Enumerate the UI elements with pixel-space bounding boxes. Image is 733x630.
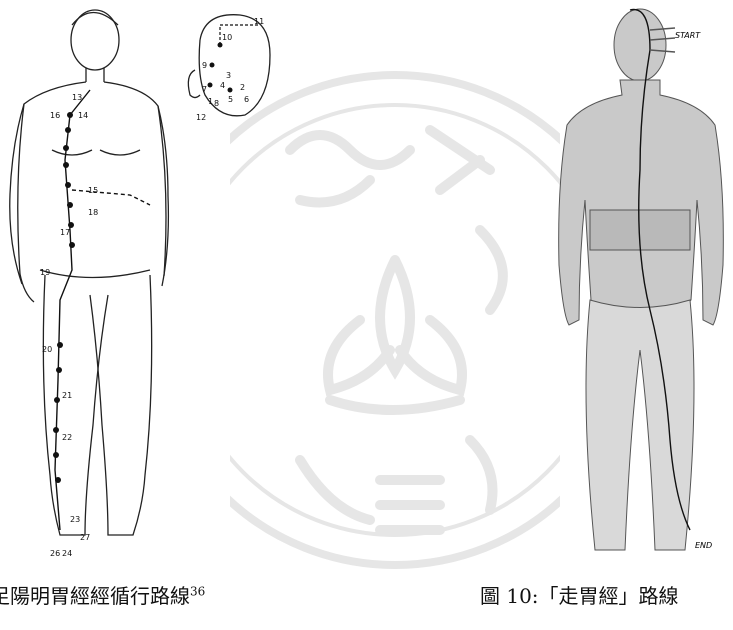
point-number: 6	[244, 95, 249, 104]
point-number: 3	[226, 71, 231, 80]
footnote-marker: 36	[190, 584, 205, 598]
library-seal-watermark-icon	[230, 60, 560, 580]
point-number: 14	[78, 111, 88, 120]
point-number: 22	[62, 433, 72, 442]
point-number: 2	[240, 83, 245, 92]
point-number: 23	[70, 515, 80, 524]
right-caption-text: 圖 10:「走胃經」路線	[480, 584, 679, 608]
point-number: 1	[208, 97, 213, 106]
end-label: END	[695, 541, 712, 550]
point-number: 5	[228, 95, 233, 104]
point-number: 15	[88, 186, 98, 195]
point-number: 13	[72, 93, 82, 102]
point-number: 4	[220, 81, 225, 90]
right-figure-caption: 圖 10:「走胃經」路線	[480, 580, 679, 609]
point-number: 19	[40, 268, 50, 277]
point-number: 9	[202, 61, 207, 70]
point-number: 11	[254, 17, 264, 26]
point-number: 7	[202, 85, 207, 94]
point-number: 17	[60, 228, 70, 237]
point-number: 20	[42, 345, 52, 354]
point-number: 8	[214, 99, 219, 108]
point-number: 18	[88, 208, 98, 217]
point-number: 12	[196, 113, 206, 122]
stomach-meridian-path-figure: START END	[550, 0, 733, 560]
head-inset-figure: 10 11 9 3 4 7 5 6 12 1 2 8	[180, 10, 280, 130]
point-number: 16	[50, 111, 60, 120]
left-figure-caption: 足陽明胃經經循行路線36	[0, 580, 205, 609]
point-number: 27	[80, 533, 90, 542]
point-number: 21	[62, 391, 72, 400]
point-number: 24	[62, 549, 72, 558]
start-label: START	[675, 31, 701, 40]
point-number: 10	[222, 33, 232, 42]
point-number: 26	[50, 549, 60, 558]
left-caption-text: 足陽明胃經經循行路線	[0, 584, 190, 608]
